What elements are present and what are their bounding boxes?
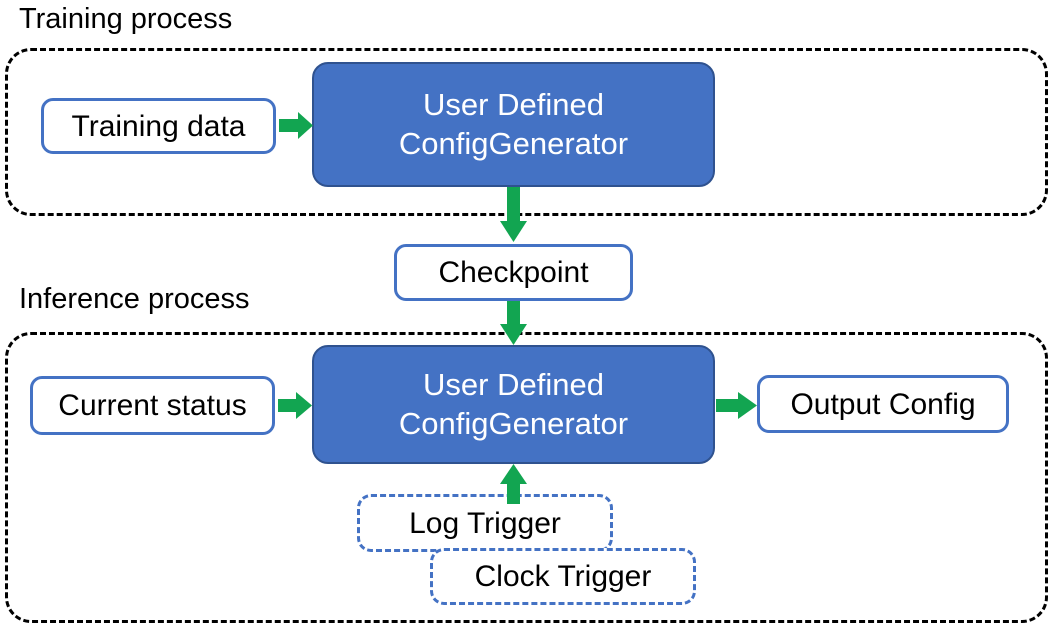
node-clock-trigger-label: Clock Trigger: [474, 560, 652, 593]
node-training-data-label: Training data: [71, 109, 246, 143]
node-udcg-inference-label-line1: User Defined: [423, 366, 604, 402]
node-output-config-label: Output Config: [790, 387, 976, 421]
node-clock-trigger[interactable]: Clock Trigger: [430, 548, 696, 605]
training-process-container: [5, 48, 1048, 216]
node-log-trigger-label: Log Trigger: [409, 506, 561, 540]
node-user-defined-configgenerator-inference[interactable]: User Defined ConfigGenerator: [312, 345, 715, 464]
node-training-data[interactable]: Training data: [41, 98, 276, 154]
node-output-config[interactable]: Output Config: [757, 375, 1009, 433]
node-current-status-label: Current status: [58, 389, 247, 422]
node-udcg-training-label-line2: ConfigGenerator: [398, 125, 629, 161]
node-checkpoint-label: Checkpoint: [438, 256, 589, 289]
node-current-status[interactable]: Current status: [30, 376, 275, 435]
node-log-trigger[interactable]: Log Trigger: [357, 494, 613, 552]
node-udcg-training-label-line1: User Defined: [423, 86, 604, 122]
node-checkpoint[interactable]: Checkpoint: [394, 244, 633, 301]
inference-process-label: Inference process: [19, 283, 250, 315]
node-udcg-inference-label-line2: ConfigGenerator: [398, 405, 629, 441]
node-user-defined-configgenerator-training[interactable]: User Defined ConfigGenerator: [312, 62, 715, 187]
training-process-label: Training process: [19, 3, 233, 35]
